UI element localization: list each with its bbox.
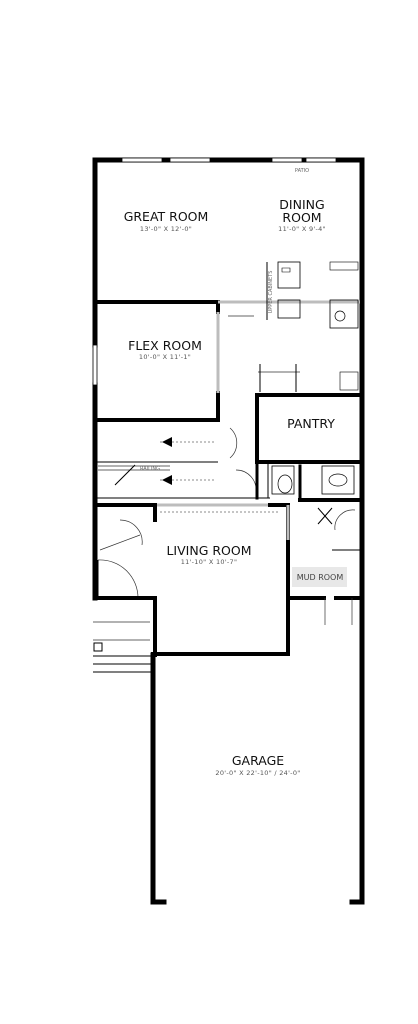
dining-room-dims: 11'-0" X 9'-4" bbox=[278, 225, 326, 233]
windows-top bbox=[92, 157, 337, 386]
exterior-walls bbox=[92, 157, 365, 905]
garage-dims: 20'-0" X 22'-10" / 24'-0" bbox=[215, 769, 300, 777]
living-room-dims: 11'-10" X 10'-7" bbox=[181, 558, 238, 566]
flex-room-label: FLEX ROOM bbox=[128, 338, 202, 353]
mud-room-label: MUD ROOM bbox=[297, 573, 344, 582]
railing-label: RAILING bbox=[140, 466, 160, 472]
pantry-walls bbox=[255, 393, 364, 464]
upper-cabinets-label: UPPER CABINETS bbox=[268, 271, 274, 314]
patio-label: PATIO bbox=[295, 168, 309, 174]
great-room-label: GREAT ROOM bbox=[124, 209, 209, 224]
pantry-label: PANTRY bbox=[287, 416, 335, 431]
dining-room-label-2: ROOM bbox=[282, 210, 321, 225]
mud-room-badge bbox=[292, 567, 347, 587]
flex-room-dims: 10'-0" X 11'-1" bbox=[139, 353, 191, 361]
kitchen-area: UPPER CABINETS bbox=[218, 261, 360, 392]
living-room-walls bbox=[93, 503, 290, 657]
garage-label: GARAGE bbox=[232, 753, 284, 768]
room-labels: GREAT ROOM 13'-0" X 12'-0" DINING ROOM 1… bbox=[124, 168, 344, 777]
stairs: RAILING bbox=[95, 427, 270, 500]
mud-room-walls bbox=[288, 498, 364, 625]
front-steps bbox=[93, 596, 157, 673]
great-room-dims: 13'-0" X 12'-0" bbox=[140, 225, 192, 233]
powder-room bbox=[271, 464, 355, 502]
flex-room-walls bbox=[93, 300, 220, 422]
dining-room-label-1: DINING bbox=[279, 197, 324, 212]
living-room-label: LIVING ROOM bbox=[166, 543, 251, 558]
